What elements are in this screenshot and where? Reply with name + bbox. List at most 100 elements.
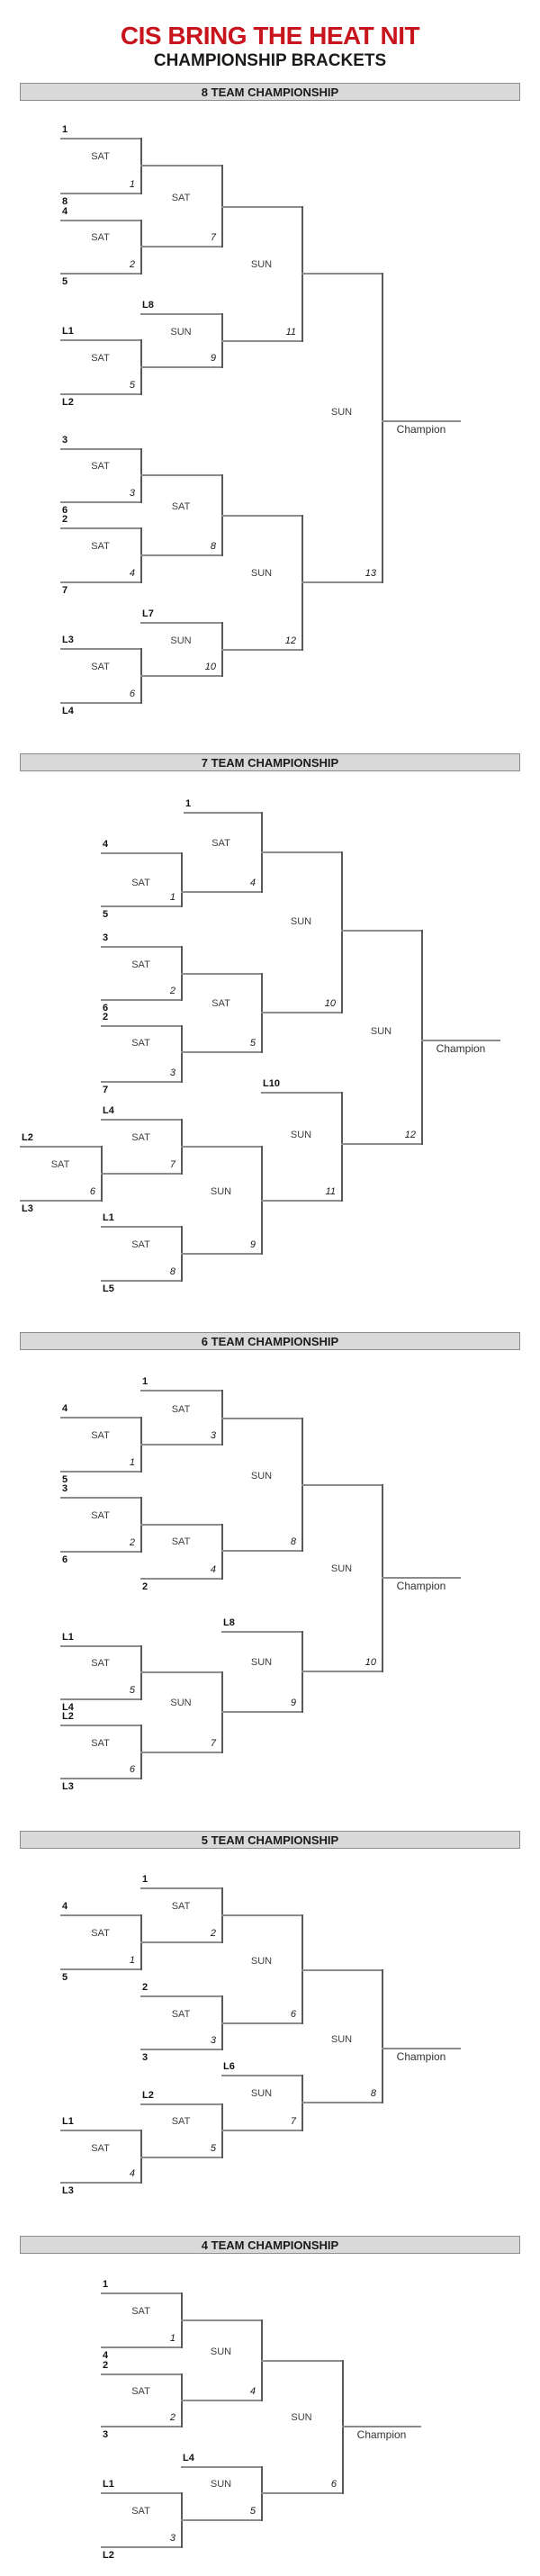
- game-connector: [382, 1969, 383, 2103]
- bracket-line: [140, 1578, 221, 1580]
- game-day-label: SUN: [330, 2034, 353, 2045]
- seed-label: 2: [62, 514, 68, 525]
- winner-line: [261, 2492, 342, 2494]
- seed-label: 6: [62, 1554, 68, 1565]
- winner-line: [261, 2360, 342, 2362]
- game-number: 3: [129, 488, 135, 499]
- game-day-label: SUN: [210, 2479, 232, 2490]
- seed-label: 1: [103, 2279, 109, 2290]
- champion-label: Champion: [356, 2428, 407, 2441]
- champion-label: Champion: [436, 1042, 486, 1055]
- bracket-line: [101, 905, 181, 907]
- game-number: 8: [210, 541, 216, 552]
- bracket-line: [60, 339, 140, 341]
- game-day-label: SAT: [171, 2116, 191, 2127]
- bracket-line: [60, 393, 140, 395]
- game-day-label: SAT: [131, 959, 150, 970]
- game-connector: [221, 1524, 223, 1580]
- game-day-label: SAT: [91, 1738, 110, 1749]
- game-day-label: SUN: [291, 2412, 312, 2423]
- page-title: CIS BRING THE HEAT NIT: [120, 22, 420, 50]
- winner-line: [221, 2130, 302, 2131]
- winner-line: [140, 474, 221, 476]
- bracket-line: [60, 1778, 140, 1779]
- game-day-label: SAT: [91, 1928, 110, 1939]
- winner-line: [140, 1941, 221, 1943]
- game-number: 7: [210, 1738, 216, 1749]
- game-day-label: SAT: [171, 1901, 191, 1912]
- game-day-label: SUN: [170, 635, 192, 646]
- seed-label: 5: [62, 1972, 68, 1983]
- game-day-label: SUN: [170, 327, 192, 338]
- game-number: 10: [324, 998, 336, 1009]
- game-number: 8: [290, 1536, 296, 1547]
- winner-line: [341, 1143, 421, 1145]
- game-connector: [181, 1025, 183, 1083]
- bracket-line: [184, 812, 261, 814]
- seed-label: L1: [103, 1212, 114, 1223]
- winner-line: [221, 206, 302, 208]
- game-day-label: SAT: [131, 1239, 150, 1250]
- bracket-line: [60, 273, 140, 275]
- game-day-label: SAT: [50, 1159, 70, 1170]
- winner-line: [140, 366, 221, 368]
- game-day-label: SAT: [91, 1658, 110, 1669]
- winner-line: [181, 891, 261, 893]
- game-day-label: SUN: [250, 2088, 273, 2099]
- game-number: 12: [404, 1130, 416, 1140]
- game-day-label: SAT: [212, 838, 230, 849]
- winner-line: [140, 165, 221, 167]
- seed-label: 6: [62, 505, 68, 516]
- winner-line: [140, 1524, 221, 1526]
- seed-label: 1: [142, 1376, 148, 1387]
- winner-line: [261, 851, 341, 853]
- bracket-line: [101, 2426, 181, 2427]
- section-header: 4 TEAM CHAMPIONSHIP: [20, 2236, 520, 2254]
- winner-line: [221, 2022, 302, 2024]
- bracket-line: [221, 1631, 302, 1633]
- winner-line: [341, 930, 421, 932]
- seed-label: 1: [142, 1874, 148, 1885]
- seed-label: L4: [62, 706, 74, 716]
- bracket-line: [20, 1146, 101, 1148]
- game-number: 3: [169, 2533, 176, 2544]
- winner-line: [181, 2400, 261, 2401]
- bracket-line: [140, 313, 221, 315]
- game-number: 2: [210, 1928, 216, 1939]
- game-day-label: SUN: [170, 1698, 192, 1708]
- game-number: 5: [129, 380, 135, 391]
- bracket-line: [60, 1471, 140, 1473]
- game-number: 9: [290, 1698, 296, 1708]
- winner-line: [302, 2102, 382, 2103]
- bracket-line: [60, 1914, 140, 1916]
- champion-line: [421, 1040, 500, 1041]
- game-day-label: SAT: [131, 2306, 150, 2317]
- game-number: 6: [290, 2009, 296, 2020]
- bracket-line: [101, 852, 181, 854]
- winner-line: [181, 1146, 261, 1148]
- winner-line: [221, 1914, 302, 1916]
- bracket-line: [181, 2466, 261, 2468]
- game-number: 6: [89, 1186, 95, 1197]
- game-number: 3: [210, 2035, 216, 2046]
- game-day-label: SAT: [171, 1404, 191, 1415]
- game-number: 2: [129, 259, 135, 270]
- winner-line: [261, 1012, 341, 1013]
- game-day-label: SUN: [250, 1956, 273, 1967]
- bracket-line: [140, 1390, 221, 1392]
- bracket-line: [101, 1226, 181, 1228]
- bracket-line: [140, 1995, 221, 1997]
- seed-label: 7: [103, 1085, 109, 1095]
- seed-label: 2: [142, 1982, 148, 1993]
- bracket-line: [221, 2075, 302, 2076]
- seed-label: 5: [103, 909, 109, 920]
- champion-label: Champion: [396, 2050, 446, 2063]
- game-day-label: SAT: [91, 151, 110, 162]
- winner-line: [140, 2157, 221, 2158]
- game-number: 6: [129, 689, 135, 699]
- bracket-line: [60, 2130, 140, 2131]
- game-number: 5: [129, 1685, 135, 1696]
- bracket-line: [101, 1081, 181, 1083]
- seed-label: L2: [22, 1132, 33, 1143]
- game-number: 3: [169, 1067, 176, 1078]
